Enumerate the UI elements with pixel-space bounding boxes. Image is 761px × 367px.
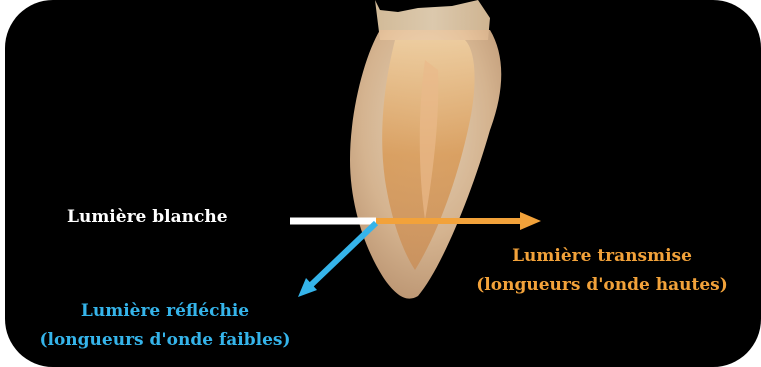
reflected-light-label: Lumière réfléchie (longueurs d'onde faib… bbox=[15, 297, 315, 355]
reflected-label-line2: (longueurs d'onde faibles) bbox=[15, 326, 315, 355]
transmitted-label-line2: (longueurs d'onde hautes) bbox=[452, 271, 752, 300]
transmitted-label-line1: Lumière transmise bbox=[452, 242, 752, 271]
transmitted-light-label: Lumière transmise (longueurs d'onde haut… bbox=[452, 242, 752, 300]
reflected-label-line1: Lumière réfléchie bbox=[15, 297, 315, 326]
blue-arrow-icon bbox=[298, 223, 376, 297]
white-light-label: Lumière blanche bbox=[67, 207, 228, 227]
